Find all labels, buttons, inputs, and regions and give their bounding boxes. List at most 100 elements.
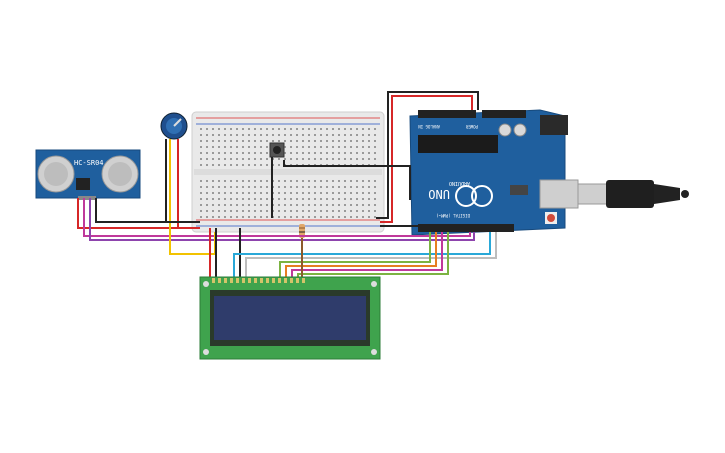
breadboard-hole: [308, 210, 310, 212]
breadboard-hole: [350, 158, 352, 160]
breadboard-hole: [374, 186, 376, 188]
breadboard-hole: [278, 134, 280, 136]
breadboard-hole: [224, 164, 226, 166]
breadboard-hole: [368, 128, 370, 130]
breadboard-hole: [338, 152, 340, 154]
potentiometer[interactable]: [160, 112, 188, 140]
breadboard-hole: [260, 186, 262, 188]
breadboard-hole: [254, 204, 256, 206]
breadboard-hole: [296, 180, 298, 182]
breadboard-hole: [308, 180, 310, 182]
breadboard-hole: [224, 180, 226, 182]
breadboard-hole: [296, 146, 298, 148]
ultrasonic-sensor[interactable]: HC-SR04: [35, 149, 141, 200]
arduino-digital-label: DIGITAL (PWM~): [436, 213, 470, 218]
breadboard-hole: [332, 198, 334, 200]
breadboard-hole: [242, 152, 244, 154]
breadboard-hole: [314, 146, 316, 148]
breadboard-hole: [338, 192, 340, 194]
breadboard-hole: [314, 128, 316, 130]
breadboard-hole: [254, 210, 256, 212]
breadboard-hole: [212, 140, 214, 142]
breadboard-hole: [224, 152, 226, 154]
breadboard-hole: [284, 146, 286, 148]
lcd-pin: [212, 278, 215, 283]
breadboard-hole: [260, 210, 262, 212]
breadboard-hole: [374, 158, 376, 160]
breadboard-hole: [218, 146, 220, 148]
breadboard-hole: [278, 186, 280, 188]
arduino-model-label: UNO: [428, 187, 450, 201]
breadboard-hole: [254, 192, 256, 194]
breadboard-hole: [242, 210, 244, 212]
breadboard-hole: [326, 198, 328, 200]
breadboard-hole: [368, 192, 370, 194]
breadboard-hole: [248, 158, 250, 160]
breadboard-hole: [320, 134, 322, 136]
breadboard-hole: [356, 146, 358, 148]
wires: [77, 91, 497, 278]
breadboard-hole: [332, 146, 334, 148]
breadboard-hole: [230, 164, 232, 166]
breadboard-hole: [212, 152, 214, 154]
breadboard-hole: [236, 198, 238, 200]
breadboard-hole: [218, 158, 220, 160]
breadboard-hole: [350, 216, 352, 218]
arduino-uno[interactable]: UNO ARDUINO DIGITAL (PWM~) POWER ANALOG …: [409, 109, 579, 236]
breadboard-hole: [344, 180, 346, 182]
breadboard-hole: [212, 198, 214, 200]
breadboard-hole: [260, 164, 262, 166]
breadboard-hole: [338, 158, 340, 160]
breadboard-hole: [266, 152, 268, 154]
breadboard-hole: [344, 210, 346, 212]
breadboard-hole: [260, 216, 262, 218]
breadboard-hole: [344, 186, 346, 188]
breadboard-hole: [266, 192, 268, 194]
breadboard-hole: [266, 210, 268, 212]
breadboard-hole: [242, 128, 244, 130]
breadboard-hole: [254, 158, 256, 160]
breadboard-hole: [290, 192, 292, 194]
breadboard-hole: [320, 146, 322, 148]
breadboard-hole: [296, 158, 298, 160]
breadboard-hole: [278, 210, 280, 212]
breadboard-hole: [266, 128, 268, 130]
breadboard-hole: [230, 146, 232, 148]
breadboard-hole: [230, 158, 232, 160]
breadboard-hole: [362, 192, 364, 194]
breadboard-hole: [362, 146, 364, 148]
breadboard-hole: [218, 186, 220, 188]
breadboard-hole: [266, 164, 268, 166]
breadboard-hole: [284, 198, 286, 200]
breadboard-hole: [200, 210, 202, 212]
breadboard-hole: [206, 198, 208, 200]
lcd-pin: [266, 278, 269, 283]
breadboard-hole: [296, 152, 298, 154]
breadboard-hole: [218, 204, 220, 206]
breadboard-hole: [200, 198, 202, 200]
breadboard-hole: [206, 192, 208, 194]
breadboard-hole: [224, 186, 226, 188]
breadboard-hole: [266, 204, 268, 206]
breadboard-hole: [254, 180, 256, 182]
breadboard-hole: [350, 140, 352, 142]
breadboard-hole: [206, 152, 208, 154]
breadboard-hole: [260, 140, 262, 142]
pushbutton[interactable]: [269, 142, 285, 158]
breadboard-hole: [236, 128, 238, 130]
breadboard-hole: [248, 140, 250, 142]
breadboard-hole: [218, 164, 220, 166]
breadboard-hole: [374, 216, 376, 218]
breadboard-hole: [206, 210, 208, 212]
breadboard-hole: [374, 198, 376, 200]
breadboard-hole: [200, 152, 202, 154]
lcd-pin: [296, 278, 299, 283]
breadboard-hole: [350, 198, 352, 200]
breadboard-hole: [236, 186, 238, 188]
breadboard-hole: [338, 134, 340, 136]
breadboard-hole: [236, 180, 238, 182]
breadboard-hole: [332, 216, 334, 218]
lcd-pin: [284, 278, 287, 283]
breadboard-hole: [272, 128, 274, 130]
